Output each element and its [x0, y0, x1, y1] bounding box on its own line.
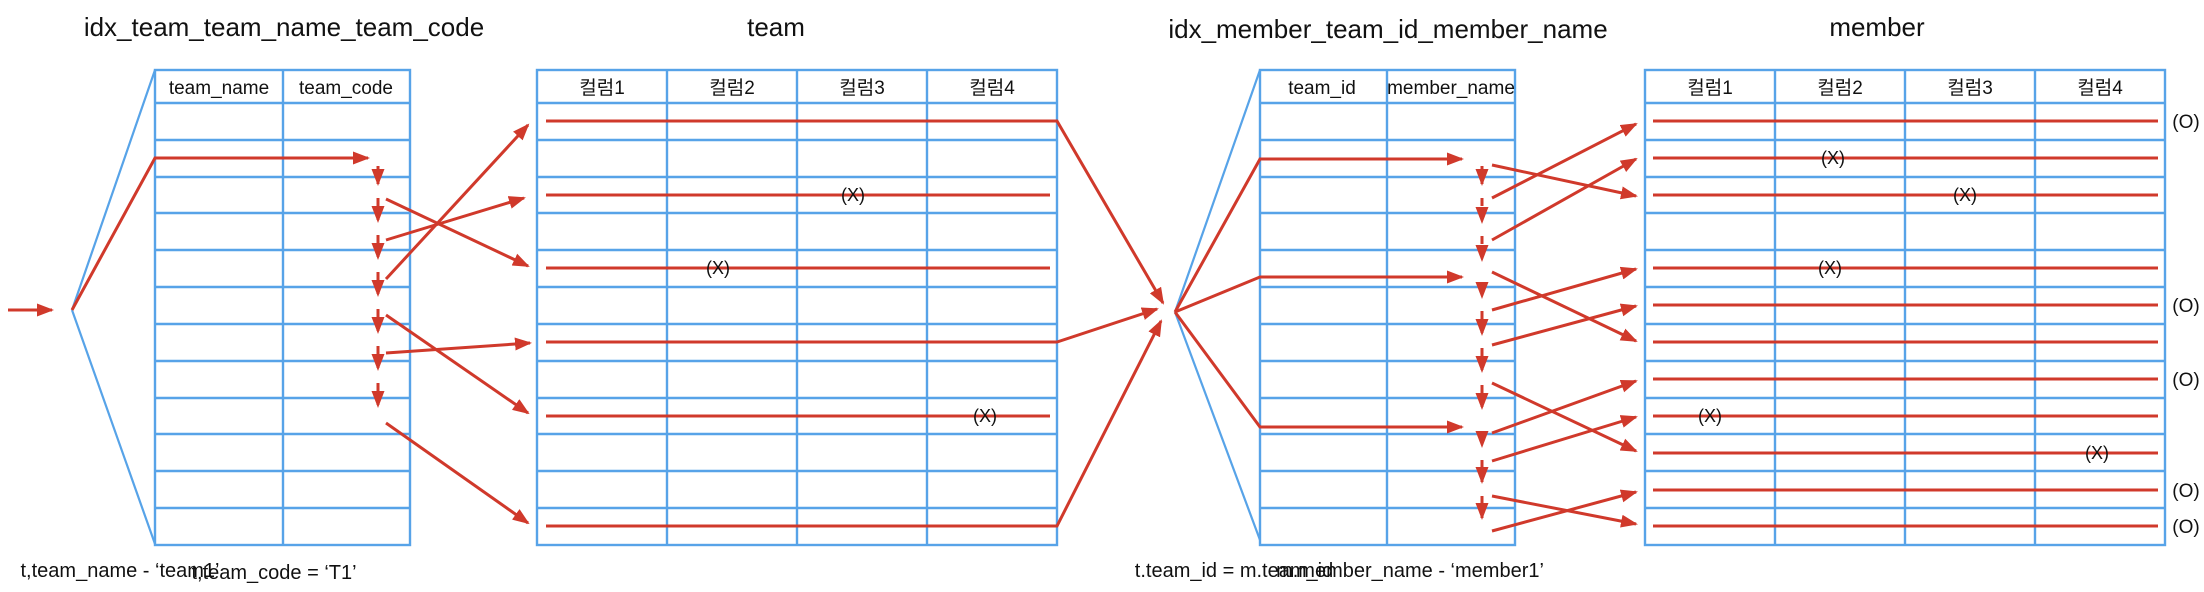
caption-team-name-filter: t,team_name - ‘team1’ — [21, 560, 220, 582]
reject-mark: (X) — [973, 406, 997, 426]
reject-mark: (X) — [1818, 258, 1842, 278]
rowid-lookup-arrow — [1491, 381, 1638, 453]
rowid-lookup-arrow — [1491, 270, 1638, 343]
idx-member-seek-arrows — [1173, 152, 1464, 434]
column-header-member-col1: 컬럼1 — [1687, 77, 1733, 99]
rowid-lookup-arrow — [385, 196, 526, 242]
reject-mark: (X) — [1821, 148, 1845, 168]
pass-mark: (O) — [2172, 370, 2199, 391]
title-member: member — [1829, 12, 1925, 42]
rowid-lookup-arrow — [1491, 415, 1638, 463]
caption-member-name-filter: m.member_name - ‘member1’ — [1276, 560, 1544, 582]
column-header-team-col3: 컬럼3 — [839, 77, 885, 99]
member-rowid-lookup-arrows — [1491, 122, 1638, 533]
idx-member-seek-arrow — [1174, 270, 1464, 314]
rowid-lookup-arrow — [1491, 266, 1638, 312]
column-header-member-col4: 컬럼4 — [2077, 77, 2123, 99]
fan-lines-idx-member — [1173, 69, 1262, 541]
column-header-team-code: team_code — [299, 78, 393, 99]
team-row-pass-arrow — [546, 307, 1159, 344]
idx-member-seek-arrow — [1173, 152, 1464, 313]
reject-mark: (X) — [1953, 185, 1977, 205]
team-rowid-lookup-arrows — [384, 123, 532, 525]
team-row-highlights — [546, 119, 1165, 528]
rowid-lookup-arrow — [1491, 379, 1638, 435]
table-member — [1643, 68, 2167, 547]
table-team-gridlines — [537, 70, 1057, 545]
rowid-lookup-arrow — [1491, 303, 1638, 347]
rowid-lookup-arrow — [385, 197, 530, 268]
caption-team-code-filter: t,team_code = ‘T1’ — [191, 562, 356, 584]
column-header-team-name: team_name — [169, 78, 269, 99]
reject-mark: (X) — [706, 258, 730, 278]
reject-mark: (X) — [841, 185, 865, 205]
column-header-member-name: member_name — [1387, 78, 1515, 99]
captions: t,team_name - ‘team1’ t,team_code = ‘T1’… — [21, 560, 1544, 584]
index-table-team — [153, 68, 412, 547]
title-idx-member: idx_member_team_id_member_name — [1168, 14, 1607, 44]
column-header-member-col3: 컬럼3 — [1947, 77, 1993, 99]
pass-mark: (O) — [2172, 517, 2199, 538]
idx-member-seek-arrow — [1173, 311, 1464, 434]
column-header-team-col4: 컬럼4 — [969, 77, 1015, 99]
reject-mark: (X) — [1698, 406, 1722, 426]
rowid-lookup-arrow — [1491, 122, 1638, 200]
table-headers: team_name team_code 컬럼1 컬럼2 컬럼3 컬럼4 team… — [169, 77, 2123, 99]
team-row-pass-arrow — [546, 319, 1163, 528]
column-header-team-col1: 컬럼1 — [579, 77, 625, 99]
rowid-lookup-arrow — [1491, 157, 1638, 242]
idx-team-seek-arrow — [70, 151, 370, 311]
table-member-gridlines — [1645, 70, 2165, 545]
rowid-lookup-arrow — [385, 421, 530, 525]
index-table-member-gridlines — [1260, 70, 1515, 545]
title-idx-team: idx_team_team_name_team_code — [84, 12, 484, 42]
title-team: team — [747, 12, 805, 42]
team-row-pass-arrow — [546, 119, 1165, 305]
index-table-member — [1258, 68, 1517, 547]
table-grids — [70, 68, 2167, 547]
table-team — [535, 68, 1059, 547]
pass-mark: (O) — [2172, 296, 2199, 317]
index-table-team-gridlines — [155, 70, 410, 545]
rowid-lookup-arrow — [1491, 163, 1638, 200]
pass-mark: (O) — [2172, 481, 2199, 502]
member-row-highlights — [1653, 119, 2158, 528]
reject-mark: (X) — [2085, 443, 2109, 463]
rowid-lookup-arrow — [385, 337, 532, 355]
column-header-team-id: team_id — [1288, 78, 1356, 99]
caption-join-condition: t.team_id = m.team_id — [1135, 560, 1333, 582]
pass-mark: (O) — [2172, 112, 2199, 133]
column-header-member-col2: 컬럼2 — [1817, 77, 1863, 99]
rowid-lookup-arrow — [1491, 489, 1638, 533]
column-header-team-col2: 컬럼2 — [709, 77, 755, 99]
rowid-lookup-arrow — [385, 313, 530, 415]
filter-marks: (X) (X) (X) (X) (X) (X) (X) (X) (O) (O) … — [706, 112, 2200, 538]
fan-lines-idx-team — [70, 69, 157, 545]
rowid-lookup-arrow — [384, 123, 530, 281]
flow-arrows — [8, 119, 2158, 533]
